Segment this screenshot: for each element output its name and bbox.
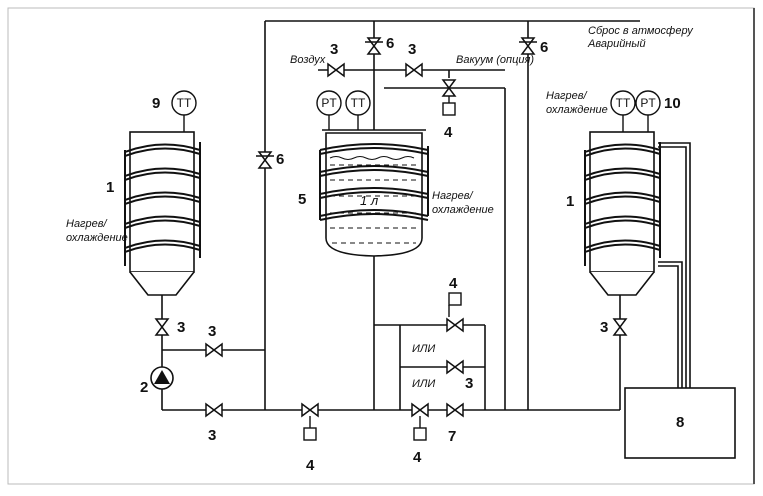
number-4-bottom: 4 [306,457,315,474]
valve-left-drain [155,318,169,336]
tt-mid-bubble [345,90,371,116]
tt-right-bubble [610,90,636,116]
valve-bottom-left-4 [411,403,429,417]
label-volume: 1 л [360,193,379,208]
valve-or-upper [446,318,464,332]
number-8: 8 [676,414,684,431]
tt-left-bubble [171,90,197,116]
tt-left-label: TT [177,96,192,110]
pump-2 [150,366,174,390]
label-heat-left-2: охлаждение [66,232,128,244]
pt-mid-bubble [316,90,342,116]
number-2: 2 [140,379,148,396]
valve-left-bottom [205,403,223,417]
number-5: 5 [298,191,306,208]
valve-left-bypass [205,343,223,357]
label-heat-right-2: охлаждение [546,104,608,116]
number-7: 7 [448,428,456,445]
label-heat-mid-1: Нагрев/ [432,190,473,202]
number-1-left: 1 [106,179,114,196]
label-heat-left-1: Нагрев/ [66,218,107,230]
safety-valve-right [521,37,535,55]
pt-right-label: PT [640,96,656,110]
number-6-top: 6 [386,35,394,52]
number-9: 9 [152,95,160,112]
valve-vacuum [405,63,423,77]
valve-7 [446,403,464,417]
number-4-bottom-right: 4 [413,449,422,466]
number-3-left-drain: 3 [177,319,185,336]
number-10: 10 [664,95,681,112]
number-3-vacuum: 3 [408,41,416,58]
label-or-2: ИЛИ [412,378,435,390]
number-6-left: 6 [276,151,284,168]
number-1-right: 1 [566,193,574,210]
valves [155,37,627,417]
label-vacuum: Вакуум (опция) [456,54,534,66]
safety-valve-left [258,151,272,169]
label-heat-right-1: Нагрев/ [546,90,587,102]
label-or-1: ИЛИ [412,343,435,355]
number-3-right-drain: 3 [600,319,608,336]
piping [161,20,691,411]
valve-air [327,63,345,77]
label-air: Воздух [290,54,326,66]
actuators [303,96,462,441]
number-3-or: 3 [465,375,473,392]
unit-box-8 [624,387,736,459]
number-3-bottom: 3 [208,427,216,444]
number-6-right: 6 [540,39,548,56]
number-3-air: 3 [330,41,338,58]
label-vent-line2: Аварийный [587,38,646,50]
reactor-vessel [319,115,429,257]
pt-right-bubble [635,90,661,116]
valve-or-middle [446,360,464,374]
tt-mid-label: TT [351,96,366,110]
valve-right-drain [613,318,627,336]
safety-valve-top [367,37,381,55]
label-heat-mid-2: охлаждение [432,204,494,216]
tank-right [584,115,661,296]
number-3-bypass: 3 [208,323,216,340]
label-vent-line1: Сброс в атмосферу [588,25,694,37]
valve-bottom-4 [301,403,319,417]
tt-right-label: TT [616,96,631,110]
tank-left [124,115,201,296]
pt-mid-label: PT [321,96,337,110]
number-4-vacuum: 4 [444,124,453,141]
number-4-or: 4 [449,275,458,292]
